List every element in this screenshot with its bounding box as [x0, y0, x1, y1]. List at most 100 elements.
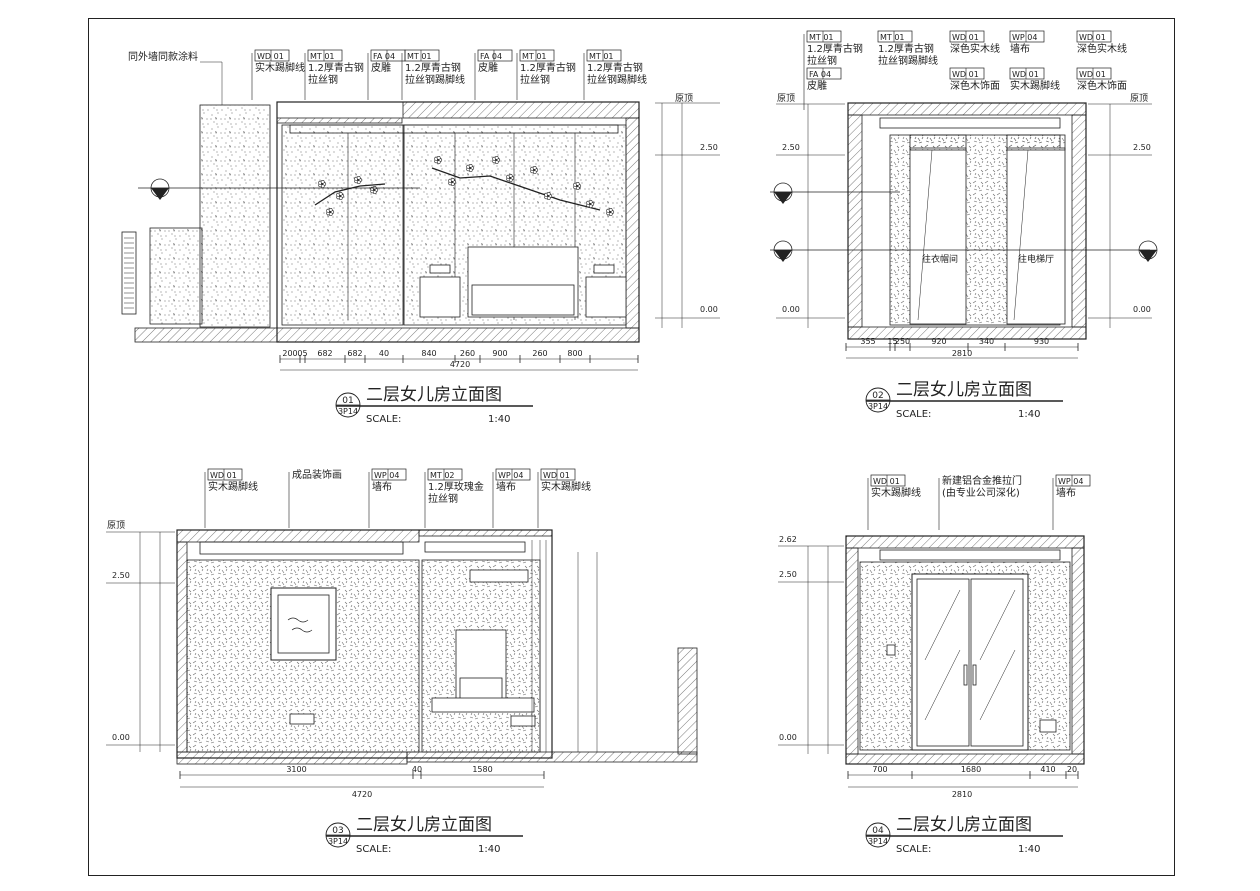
callout-note: 成品装饰画: [288, 468, 342, 528]
ceiling-slab: [847, 102, 1087, 116]
sliding-door-panel-left: [916, 578, 970, 747]
callout-text: 拉丝钢: [807, 54, 837, 67]
wall-right: [1071, 547, 1085, 755]
callout-tag: WD 01: [543, 471, 570, 480]
dimension-value: 800: [567, 349, 582, 358]
flower-center: [509, 177, 511, 179]
elevation-number: 03: [332, 826, 343, 836]
section-marker-b-d10: [150, 178, 170, 200]
nightstand-left: [419, 276, 461, 318]
ceiling-slab: [845, 535, 1085, 549]
wall-left: [847, 114, 863, 328]
bed-frame: [471, 284, 575, 316]
dimension-value: 20: [1067, 765, 1077, 774]
socket-outlet: [510, 715, 536, 727]
carved-flower: [492, 156, 501, 164]
sheet-reference: 3P14: [338, 407, 358, 416]
carved-branch: [314, 176, 386, 216]
callout-tag: FA 04: [373, 52, 395, 61]
callout-tag: WD 01: [1079, 70, 1106, 79]
floor-slab-left: [176, 751, 408, 765]
section-marker-b-d22: [773, 240, 793, 262]
callout-tag-box: [371, 468, 407, 481]
flower-petal: [328, 208, 333, 212]
dimension-value: 3100: [286, 765, 306, 774]
route-note-wardrobe: 往衣帽间: [922, 253, 958, 265]
flower-petal: [575, 182, 580, 186]
dimension-value: 260: [532, 349, 547, 358]
callout-tag-box: [404, 49, 440, 62]
overall-dimension: 2810: [952, 349, 972, 358]
flower-center: [469, 167, 471, 169]
branch-stem: [431, 167, 601, 211]
scale-label: SCALE:: [896, 409, 931, 420]
callout-tag-box: [1055, 474, 1091, 487]
callout-text: 1.2厚青古钢: [520, 61, 576, 74]
flower-petal: [508, 174, 513, 178]
carved-flower: [586, 200, 595, 208]
socket-right: [593, 264, 615, 274]
level-label: 0.00: [782, 305, 800, 314]
callout-tag: WD 01: [210, 471, 237, 480]
callout-tag-box: [477, 49, 513, 62]
sliding-door-panel-right: [970, 578, 1024, 747]
sheet-reference: 3P14: [328, 837, 348, 846]
callout-tag: WD 01: [1012, 70, 1039, 79]
flower-petal: [320, 180, 325, 184]
elevation-02: 往衣帽间往电梯厅原顶2.500.00原顶2.500.00MT 011.2厚青古钢…: [770, 30, 1158, 420]
callout-text: 皮雕: [478, 61, 498, 74]
callout-tag-box: [586, 49, 622, 62]
branch-stem: [314, 183, 386, 206]
exterior-paint-note: 同外墙同款涂料: [128, 50, 198, 63]
dimension-value: 1580: [472, 765, 492, 774]
scale-value: 1:40: [488, 414, 510, 425]
door-handle: [972, 664, 977, 686]
callout-tag: MT 01: [522, 52, 547, 61]
socket-outlet: [1039, 719, 1057, 733]
flower-petal: [494, 156, 499, 160]
painting-motif: [287, 617, 313, 633]
carved-flower: [434, 156, 443, 164]
door-head-right: [1006, 134, 1066, 151]
socket-left: [429, 264, 451, 274]
callout-text: 皮雕: [807, 79, 827, 92]
flower-petal: [338, 192, 343, 196]
callout-text: 墙布: [372, 480, 392, 493]
callout-tag-box: [806, 67, 842, 80]
sheet-reference: 3P14: [868, 837, 888, 846]
scale-value: 1:40: [1018, 409, 1040, 420]
ceiling-light-trough: [879, 549, 1061, 561]
flower-petal: [450, 178, 455, 182]
carved-flower: [506, 174, 515, 182]
callout-tag-box: [1076, 30, 1112, 43]
callout-tag: FA 04: [480, 52, 502, 61]
door-head-left: [909, 134, 967, 151]
balcony-wall: [149, 227, 203, 325]
flower-petal: [532, 166, 537, 170]
ceiling-light-trough: [879, 117, 1061, 129]
door-swing-line: [1013, 149, 1029, 321]
carved-branch: [431, 156, 615, 216]
dimension-value: 260: [460, 349, 475, 358]
flower-petal: [546, 192, 551, 196]
dimension-value: 15: [887, 337, 897, 346]
overall-dimension: 2810: [952, 790, 972, 799]
callout-tag: MT 01: [880, 33, 905, 42]
flower-center: [357, 179, 359, 181]
callout-tag: MT 01: [407, 52, 432, 61]
scale-value: 1:40: [478, 844, 500, 855]
level-label: 2.50: [782, 143, 800, 152]
flower-petal: [608, 208, 613, 212]
callout-text: 拉丝钢踢脚线: [405, 73, 465, 86]
dimension-value: 900: [492, 349, 507, 358]
dimension-value: 930: [1034, 337, 1049, 346]
level-label: 2.50: [779, 570, 797, 579]
balcony-parapet: [677, 647, 698, 755]
section-arrow: [1139, 250, 1157, 262]
